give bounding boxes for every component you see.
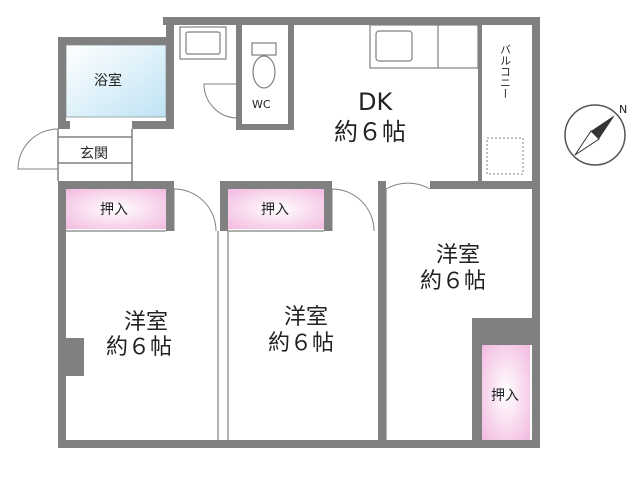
closet-west-label: 押入 (100, 202, 128, 218)
dk-name-label: DK (358, 88, 393, 116)
bath-label: 浴室 (94, 72, 122, 89)
balcony-drain (486, 137, 524, 175)
balcony-label: バルコニー (499, 44, 512, 99)
entrance-label: 玄関 (80, 145, 108, 162)
west-room-size-label: 約６帖 (106, 335, 172, 360)
walls (58, 17, 540, 448)
closet-west-fill (66, 189, 166, 229)
entrance-outline (17, 128, 133, 181)
closet-east-label: 押入 (491, 388, 519, 404)
east-room-size-label: 約６帖 (420, 269, 486, 294)
washbasin (179, 26, 227, 60)
closet-center-fill (228, 189, 326, 229)
wc-label: WC (252, 98, 271, 111)
kitchen-counter (369, 24, 479, 69)
interior-lines (66, 189, 387, 440)
compass-north-label: N (619, 103, 627, 116)
center-room-size-label: 約６帖 (268, 331, 334, 356)
door-swings (170, 45, 431, 232)
dk-size-label: 約６帖 (334, 118, 406, 146)
bath-floor (66, 45, 166, 117)
west-room-name-label: 洋室 (124, 310, 168, 335)
east-room-name-label: 洋室 (436, 243, 480, 268)
center-room-name-label: 洋室 (284, 305, 328, 330)
north-arrow-compass: N (564, 103, 627, 166)
closet-east-fill (482, 345, 530, 441)
toilet-icon (251, 42, 277, 89)
closet-center-label: 押入 (261, 202, 289, 218)
